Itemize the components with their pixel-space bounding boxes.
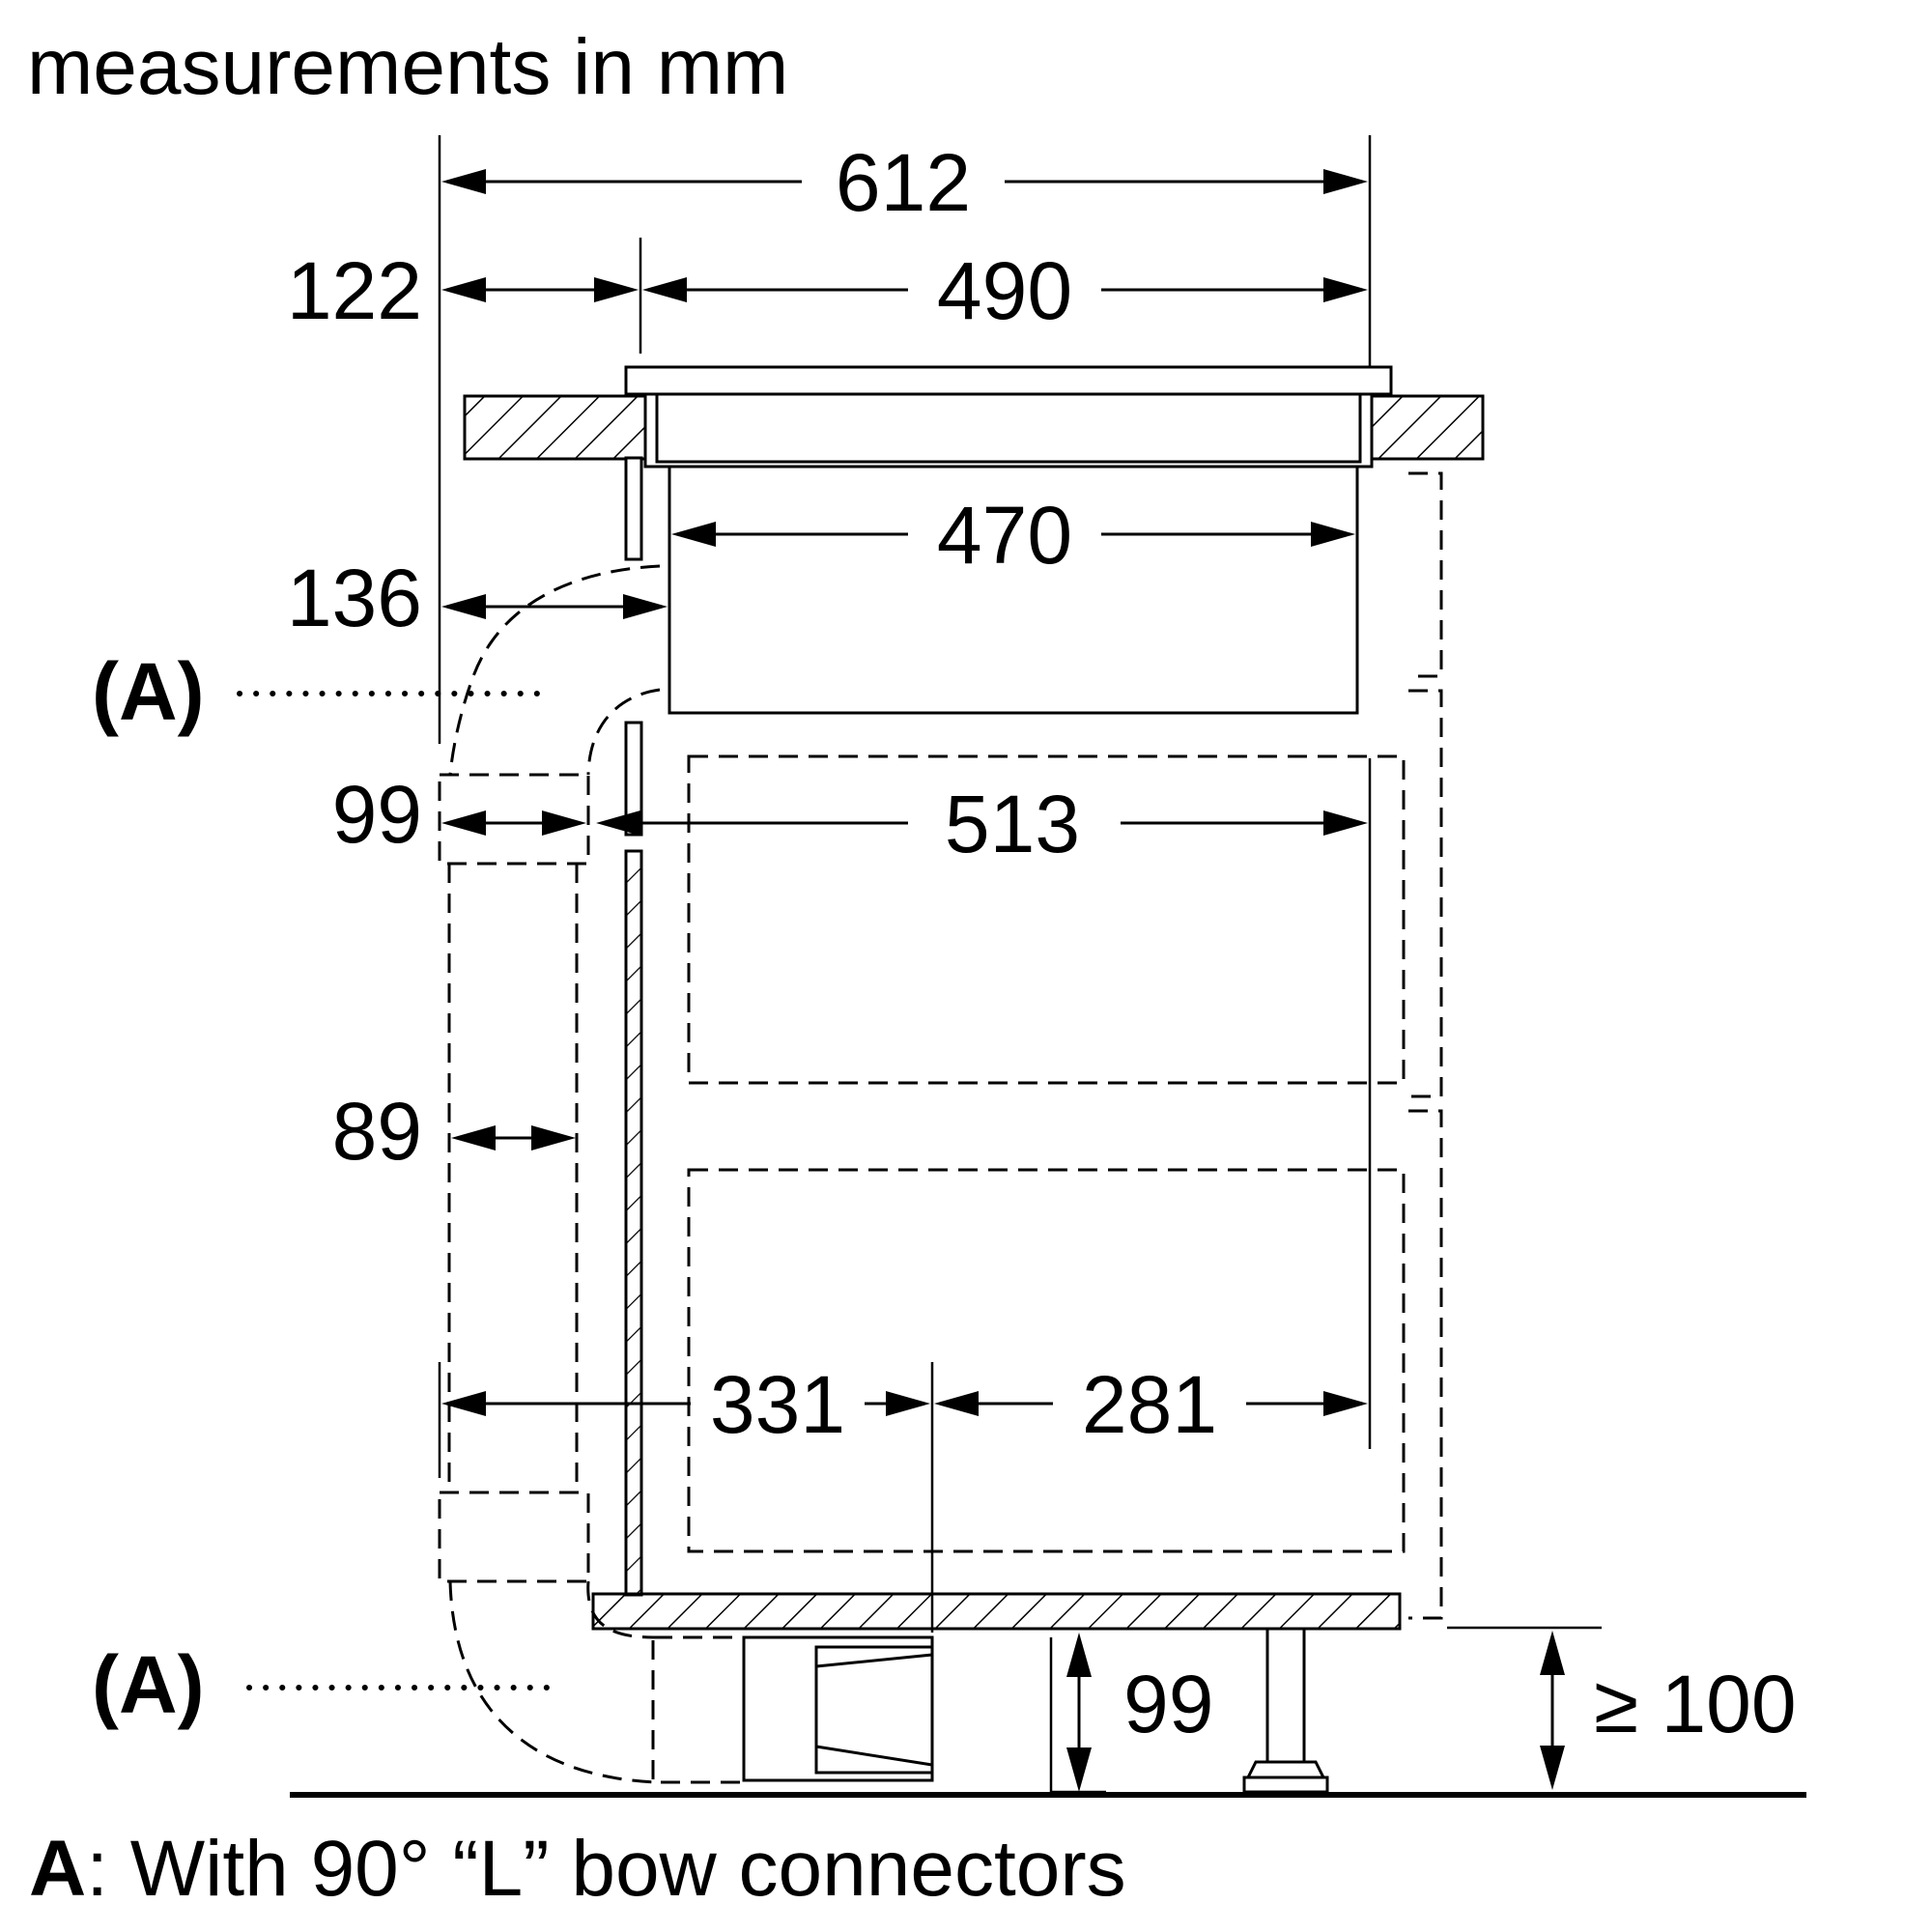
dim-100-label: ≥ 100 [1594, 1659, 1797, 1749]
duct-connector-lower [438, 1491, 590, 1583]
dim-99-bottom-label: 99 [1123, 1659, 1213, 1749]
dim-136-label: 136 [287, 553, 422, 643]
duct-connector-upper [438, 773, 590, 866]
legend-key: A [29, 1825, 86, 1913]
callout-leaders [237, 691, 558, 1690]
callout-a-upper: (A) [92, 646, 205, 737]
dim-99-side-label: 99 [332, 769, 422, 860]
dimension-labels: 612 122 490 470 136 99 513 89 331 281 99… [287, 137, 1797, 1749]
plinth-vent [742, 1635, 934, 1782]
base-shelf [591, 1592, 1402, 1631]
callout-a-lower: (A) [92, 1639, 205, 1730]
hob-unit [624, 365, 1393, 837]
extension-lines [438, 135, 1602, 1794]
dim-513-label: 513 [945, 779, 1080, 869]
hob-body [668, 465, 1359, 715]
drawer-upper [687, 754, 1406, 1085]
dim-122-label: 122 [287, 245, 422, 336]
front-panel-lower [624, 849, 643, 1597]
dim-331-label: 331 [710, 1359, 845, 1450]
duct-connector-bottom [651, 1635, 746, 1784]
dim-612-label: 612 [836, 137, 971, 228]
hob-frame-inner [655, 392, 1362, 464]
dimension-lines [441, 169, 1565, 1792]
elbow-bend-upper-outer [448, 564, 661, 776]
front-panel-middle [624, 721, 643, 837]
elbow-bend-lower-outer [448, 1580, 658, 1784]
dim-89-label: 89 [332, 1086, 422, 1177]
front-panel-upper [624, 456, 643, 561]
elbow-bend-upper-inner [586, 688, 661, 776]
legend-description: : With 90° “L” bow connectors [86, 1825, 1125, 1913]
drawer-lower [687, 1168, 1406, 1553]
plinth-leg [1242, 1627, 1329, 1794]
elbow-bend-lower-inner [586, 1580, 654, 1639]
dim-470-label: 470 [937, 490, 1072, 581]
title-text: measurements in mm [27, 23, 788, 111]
hob-glass-top [624, 365, 1393, 396]
dim-281-label: 281 [1082, 1359, 1217, 1450]
dim-490-label: 490 [937, 245, 1072, 336]
dashed-hidden-lines [438, 471, 1443, 1784]
legend-text: A: With 90° “L” bow connectors [29, 1825, 1126, 1913]
